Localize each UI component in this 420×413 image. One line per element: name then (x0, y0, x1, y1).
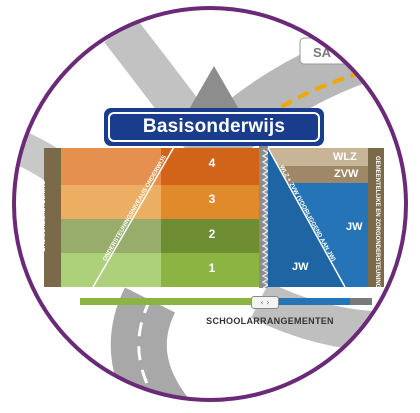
band-jw-label: JW (346, 221, 363, 233)
road-bottom-dashes (137, 299, 172, 400)
band-level2-shade (61, 219, 161, 253)
triangle-peak (184, 66, 244, 118)
level-1-label: 1 (208, 261, 216, 275)
bottom-bar-blue (266, 298, 350, 305)
title-label: Basisonderwijs (142, 116, 286, 137)
level-3-label: 3 (208, 192, 216, 206)
band-wlz (268, 148, 368, 166)
band-level3-shade (61, 185, 161, 219)
circle-border (12, 6, 408, 402)
title-sign (104, 108, 324, 146)
schoolarrangementen-caption: SCHOOLARRANGEMENTEN (206, 316, 334, 326)
band-wlz-label: WLZ (333, 151, 357, 163)
triangle-edge-left (92, 139, 179, 288)
bottom-bar-gray (350, 298, 372, 305)
triangle-edge-right (267, 147, 346, 288)
right-column-strip (368, 148, 384, 287)
bottom-jw-label: JW (292, 261, 309, 273)
left-column-strip (44, 148, 61, 287)
right-column-label: GEMEENTELIJKE EN ZORGONDERSTEUNING (374, 156, 380, 289)
band-zvw-label: ZVW (334, 168, 359, 180)
band-level1-shade (61, 253, 161, 287)
slider-handle[interactable]: ‹ › (251, 296, 279, 309)
band-level4-shade (61, 148, 161, 185)
bottom-bar-green (80, 298, 266, 305)
level-2-label: 2 (208, 227, 216, 241)
left-column-label: BASISONDERSTEUNING (41, 180, 47, 252)
band-zvw (268, 166, 368, 183)
road-bottom-right (251, 282, 406, 352)
level-4-label: 4 (208, 156, 216, 170)
